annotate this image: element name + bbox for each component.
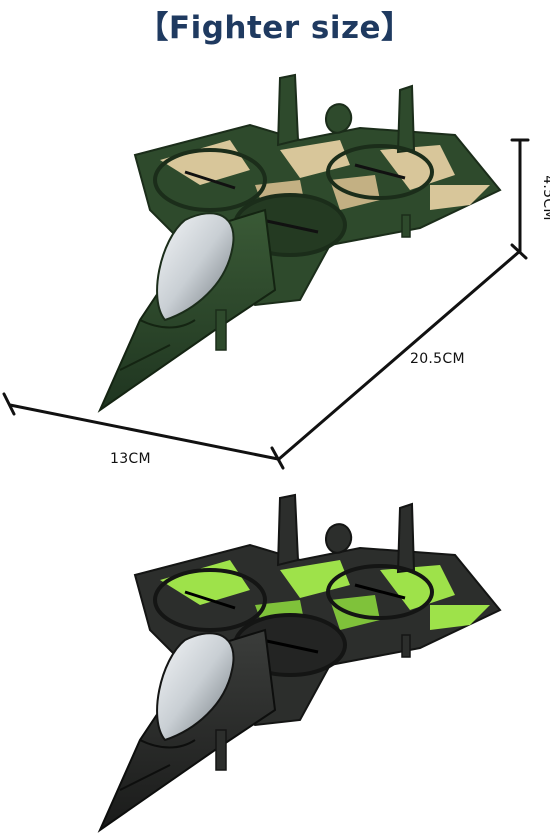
fighter-black-neon	[97, 493, 502, 833]
width-label: 13CM	[110, 451, 151, 467]
page-title: 【Fighter size】	[137, 10, 413, 46]
length-line	[277, 249, 522, 461]
dimension-lines	[2, 138, 530, 470]
fighter-green-camo	[97, 73, 502, 413]
length-label: 20.5CM	[410, 351, 465, 367]
width-line	[8, 403, 280, 461]
height-label: 4.5CM	[540, 175, 550, 221]
